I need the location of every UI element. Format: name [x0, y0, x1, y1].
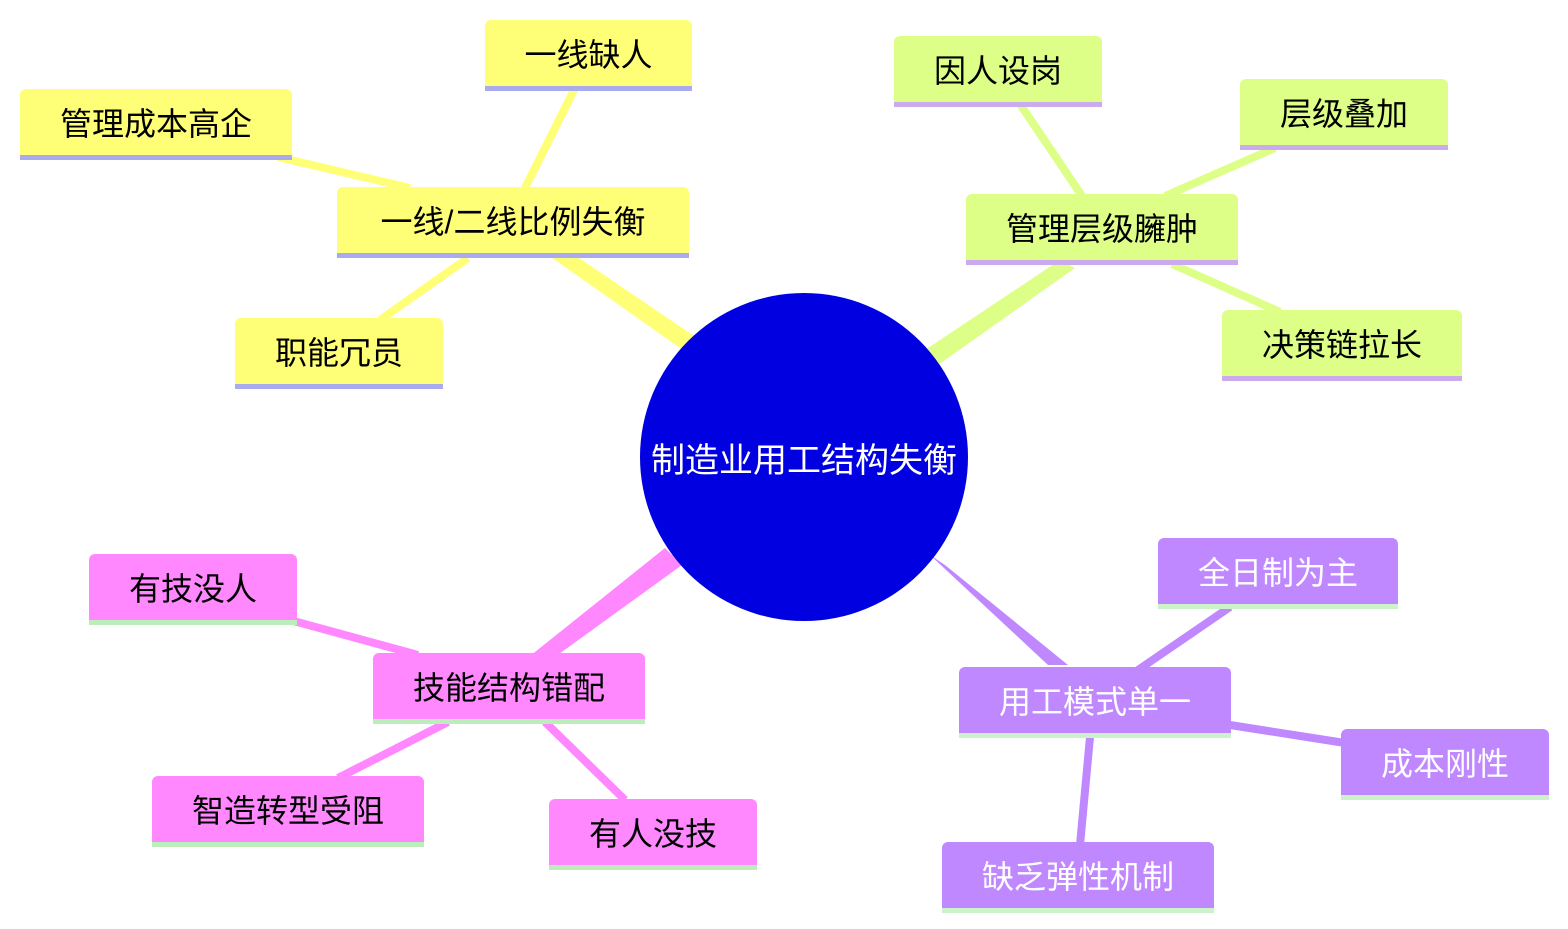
leaf-node-bottom-left-3[interactable]: 有人没技 — [549, 799, 757, 870]
leaf-node-top-left-3[interactable]: 职能冗员 — [235, 318, 443, 389]
leaf-node-bottom-right-1[interactable]: 全日制为主 — [1158, 538, 1398, 609]
center-node[interactable]: 制造业用工结构失衡 — [640, 293, 968, 621]
branch-node-top-right-label: 管理层级臃肿 — [1005, 211, 1198, 247]
leaf-node-bottom-left-2[interactable]: 智造转型受阻 — [152, 776, 424, 847]
connector-green-1 — [1016, 101, 1086, 199]
leaf-node-bottom-right-2[interactable]: 成本刚性 — [1341, 729, 1549, 800]
connector-purple-3 — [1076, 736, 1094, 846]
leaf-node-top-right-2-label: 层级叠加 — [1279, 96, 1408, 132]
branch-node-bottom-left[interactable]: 技能结构错配 — [373, 653, 645, 724]
leaf-node-top-left-2[interactable]: 管理成本高企 — [20, 89, 292, 160]
connector-green-3 — [1170, 260, 1282, 316]
leaf-node-bottom-left-1-label: 有技没人 — [128, 571, 257, 607]
connector-pink-1 — [288, 616, 420, 659]
center-node-label: 制造业用工结构失衡 — [651, 441, 957, 480]
leaf-node-top-left-1-label: 一线缺人 — [524, 37, 653, 73]
connector-center-top-right — [925, 260, 1075, 365]
connector-center-bottom-right — [930, 555, 1068, 665]
connector-center-top-left — [548, 245, 700, 355]
leaf-node-top-right-3-label: 决策链拉长 — [1261, 327, 1422, 363]
branch-node-bottom-left-label: 技能结构错配 — [412, 670, 605, 706]
leaf-node-top-right-3[interactable]: 决策链拉长 — [1222, 310, 1462, 381]
leaf-node-bottom-right-3[interactable]: 缺乏弹性机制 — [942, 842, 1214, 913]
leaf-node-bottom-right-1-label: 全日制为主 — [1197, 555, 1358, 591]
branch-node-top-left-label: 一线/二线比例失衡 — [380, 204, 646, 240]
leaf-node-top-left-1[interactable]: 一线缺人 — [485, 20, 692, 91]
leaf-node-top-right-2[interactable]: 层级叠加 — [1240, 79, 1448, 150]
leaf-node-top-left-3-label: 职能冗员 — [274, 335, 403, 371]
branch-node-bottom-right[interactable]: 用工模式单一 — [959, 667, 1231, 738]
leaf-node-top-right-1-label: 因人设岗 — [933, 53, 1062, 89]
branch-node-bottom-right-label: 用工模式单一 — [998, 684, 1191, 720]
connector-green-2 — [1163, 144, 1277, 200]
connector-pink-3 — [542, 719, 628, 803]
connector-center-bottom-left — [530, 548, 682, 662]
branch-node-top-left[interactable]: 一线/二线比例失衡 — [337, 187, 689, 258]
leaf-node-bottom-right-3-label: 缺乏弹性机制 — [981, 859, 1174, 895]
connector-yellow-1 — [521, 86, 579, 190]
branch-node-top-right[interactable]: 管理层级臃肿 — [966, 194, 1238, 265]
connector-purple-1 — [1135, 603, 1233, 674]
connector-yellow-2 — [277, 153, 411, 192]
connector-pink-2 — [336, 718, 450, 782]
connector-yellow-3 — [377, 254, 471, 324]
leaf-node-top-left-2-label: 管理成本高企 — [59, 106, 252, 142]
leaf-node-bottom-left-1[interactable]: 有技没人 — [89, 554, 297, 625]
leaf-node-bottom-right-2-label: 成本刚性 — [1380, 746, 1509, 782]
leaf-node-top-right-1[interactable]: 因人设岗 — [894, 36, 1102, 107]
leaf-node-bottom-left-2-label: 智造转型受阻 — [191, 793, 384, 829]
connector-purple-2 — [1229, 721, 1346, 747]
leaf-node-bottom-left-3-label: 有人没技 — [588, 816, 717, 852]
